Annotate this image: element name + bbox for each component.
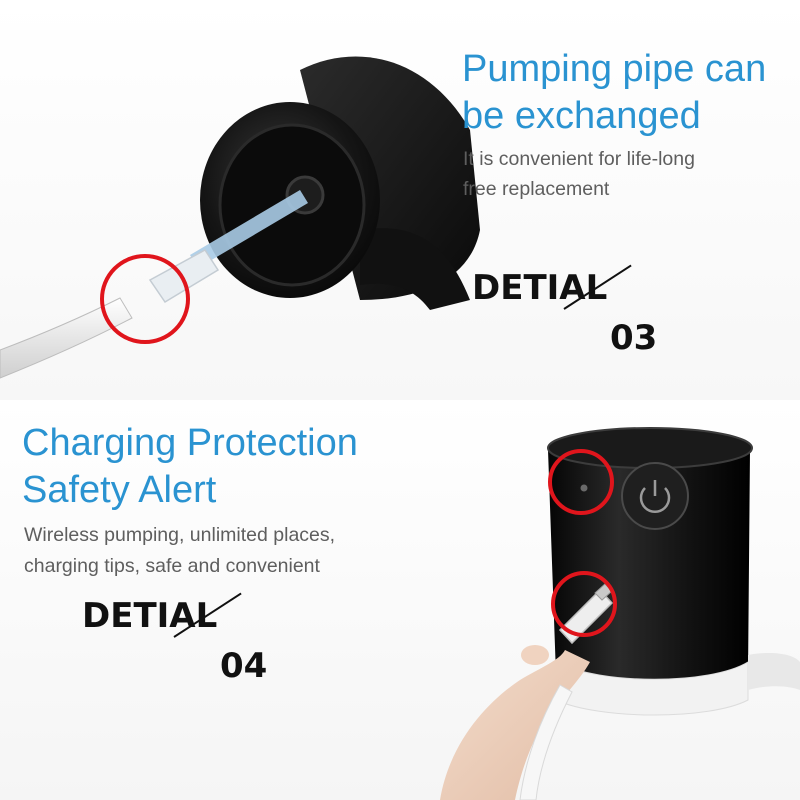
indicator-light — [580, 484, 588, 492]
charging-section: Charging Protection Safety Alert Wireles… — [0, 400, 800, 800]
pipe-subtext-line2: free replacement — [463, 178, 610, 200]
charging-subtext-line2: charging tips, safe and convenient — [24, 555, 320, 577]
detail-number: 04 — [220, 646, 268, 686]
pipe-section: Pumping pipe can be exchanged It is conv… — [0, 0, 800, 400]
pipe-highlight-circle — [100, 254, 190, 344]
usb-highlight-circle — [551, 571, 617, 637]
charging-device-illustration — [440, 427, 800, 800]
detail-04-label: DETIAL 04 — [82, 592, 302, 696]
detail-number: 03 — [610, 318, 658, 358]
pipe-headline-line2: be exchanged — [462, 95, 701, 137]
pump-arm — [360, 228, 470, 310]
pipe-subtext-line1: It is convenient for life-long — [463, 148, 695, 170]
inner-tube — [190, 190, 308, 268]
usb-cable — [519, 684, 573, 800]
device-top — [547, 427, 753, 469]
detail-03-label: DETIAL 03 — [472, 264, 692, 368]
pipe-headline-line1: Pumping pipe can — [462, 48, 767, 90]
side-arm — [748, 652, 800, 690]
indicator-highlight-circle — [548, 449, 614, 515]
device-cylinder — [548, 435, 750, 694]
detail-word: DETIAL — [472, 268, 608, 308]
detail-word: DETIAL — [82, 596, 218, 636]
pipe-connector — [148, 249, 220, 304]
charging-headline-line1: Charging Protection — [22, 422, 358, 464]
device-base — [555, 661, 749, 716]
charging-headline-line2: Safety Alert — [22, 469, 217, 511]
outer-tube — [0, 297, 133, 379]
pump-head-illustration — [0, 56, 480, 379]
charging-subtext-line1: Wireless pumping, unlimited places, — [24, 524, 336, 546]
micro-usb-plug-icon — [558, 588, 614, 645]
power-symbol — [639, 487, 671, 514]
hand — [440, 650, 590, 800]
